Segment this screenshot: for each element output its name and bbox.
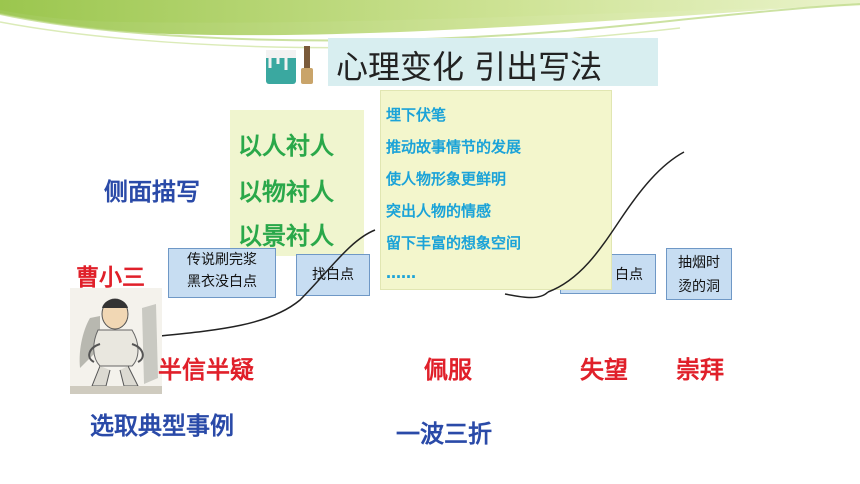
event-card-line: 黑衣没白点 xyxy=(187,274,257,290)
character-illustration xyxy=(70,288,162,394)
event-card-find: 找白点 xyxy=(296,254,370,296)
character-name: 曹小三 xyxy=(76,264,145,291)
method-item: 以景衬人 xyxy=(238,222,334,250)
effect-item: 使人物形象更鲜明 xyxy=(386,170,507,188)
title-background xyxy=(328,38,658,86)
effect-item: 埋下伏笔 xyxy=(386,106,447,124)
side-description-heading: 侧面描写 xyxy=(104,178,200,206)
effect-item: 推动故事情节的发展 xyxy=(386,138,522,156)
effect-item: …… xyxy=(386,264,416,282)
method-item: 以人衬人 xyxy=(238,132,334,160)
event-card-line: 烫的洞 xyxy=(678,279,720,295)
effect-item: 留下丰富的想象空间 xyxy=(386,234,522,252)
bottom-left-heading: 选取典型事例 xyxy=(90,412,234,440)
emotion-label: 半信半疑 xyxy=(158,355,254,384)
effect-item: 突出人物的情感 xyxy=(386,202,492,220)
page-title: 心理变化 引出写法 xyxy=(336,48,603,86)
event-card-line: 传说刷完浆 xyxy=(187,252,257,268)
emotion-label: 佩服 xyxy=(424,355,472,384)
event-card-line: 抽烟时 xyxy=(678,255,720,271)
emotion-label: 失望 xyxy=(580,355,628,384)
paint-bucket-icon xyxy=(266,46,313,84)
method-item: 以物衬人 xyxy=(238,178,334,206)
bottom-center-heading: 一波三折 xyxy=(396,420,492,448)
event-card-hole: 抽烟时 烫的洞 xyxy=(666,248,732,300)
emotion-label: 崇拜 xyxy=(676,355,724,384)
event-card-rumor: 传说刷完浆 黑衣没白点 xyxy=(168,248,276,298)
